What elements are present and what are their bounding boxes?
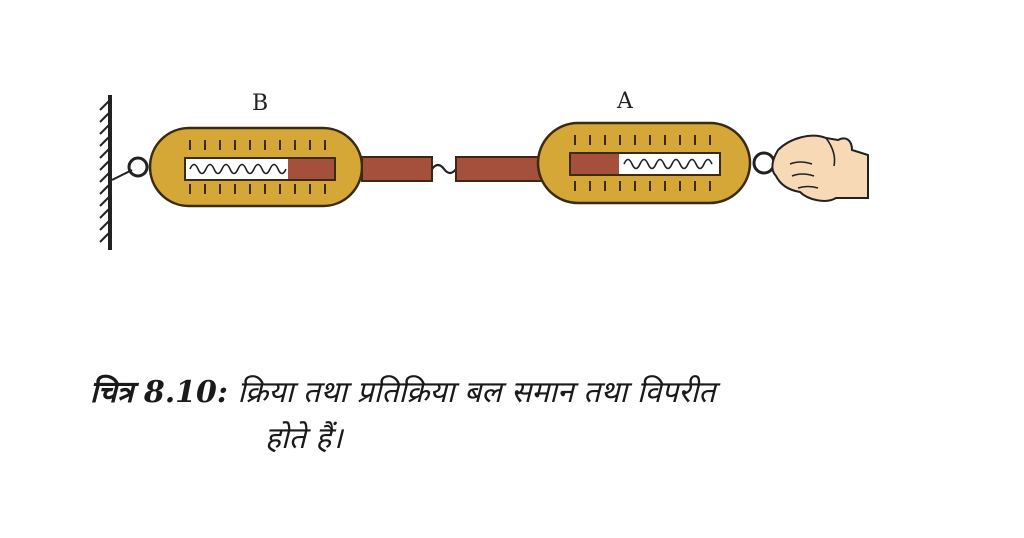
- hand-icon: [771, 134, 869, 202]
- caption-line-2: होते हैं।: [265, 421, 343, 456]
- caption-line-1: क्रिया तथा प्रतिक्रिया बल समान तथा विपरी…: [237, 375, 716, 410]
- wall-icon: [99, 95, 112, 250]
- connecting-rods: [361, 156, 547, 182]
- label-a: A: [616, 89, 634, 114]
- figure-caption: चित्र 8.10: क्रिया तथा प्रतिक्रिया बल सम…: [90, 370, 970, 456]
- spring-balance-b: [148, 126, 364, 208]
- spring-balance-figure: B A: [99, 89, 869, 250]
- label-b: B: [252, 91, 268, 116]
- figure-label: चित्र 8.10:: [90, 375, 228, 410]
- hand-hook: [752, 151, 776, 175]
- wall-hook: [111, 156, 149, 181]
- spring-balance-a: [536, 121, 752, 205]
